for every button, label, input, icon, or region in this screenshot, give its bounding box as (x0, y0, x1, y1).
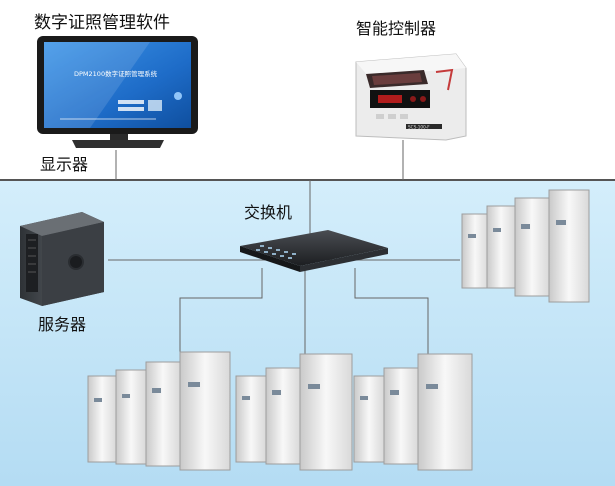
screen-system-name: DPM2100数字证照管理系统 (74, 69, 158, 78)
label-controller: 智能控制器 (356, 19, 437, 38)
monitor: DPM2100数字证照管理系统 (37, 36, 198, 148)
label-software: 数字证照管理软件 (34, 13, 170, 33)
label-monitor: 显示器 (40, 155, 89, 174)
cabinet-group-bottom-right (353, 353, 473, 471)
network-switch (240, 230, 388, 272)
cabinet-group-bottom-middle (235, 353, 353, 471)
monitor-screen (44, 42, 191, 128)
label-server: 服务器 (38, 315, 87, 334)
cabinet-link-right (354, 268, 429, 370)
server-tower (20, 212, 104, 306)
label-switch: 交换机 (244, 203, 293, 222)
controller-model-text: SCS-100-F (408, 125, 430, 130)
cabinet-link-left (179, 268, 263, 370)
cabinet-group-bottom-left (87, 351, 231, 471)
monitor-stand (72, 140, 164, 148)
smart-controller: SCS-100-F (355, 53, 467, 141)
cabinet-group-top-right (461, 189, 590, 303)
